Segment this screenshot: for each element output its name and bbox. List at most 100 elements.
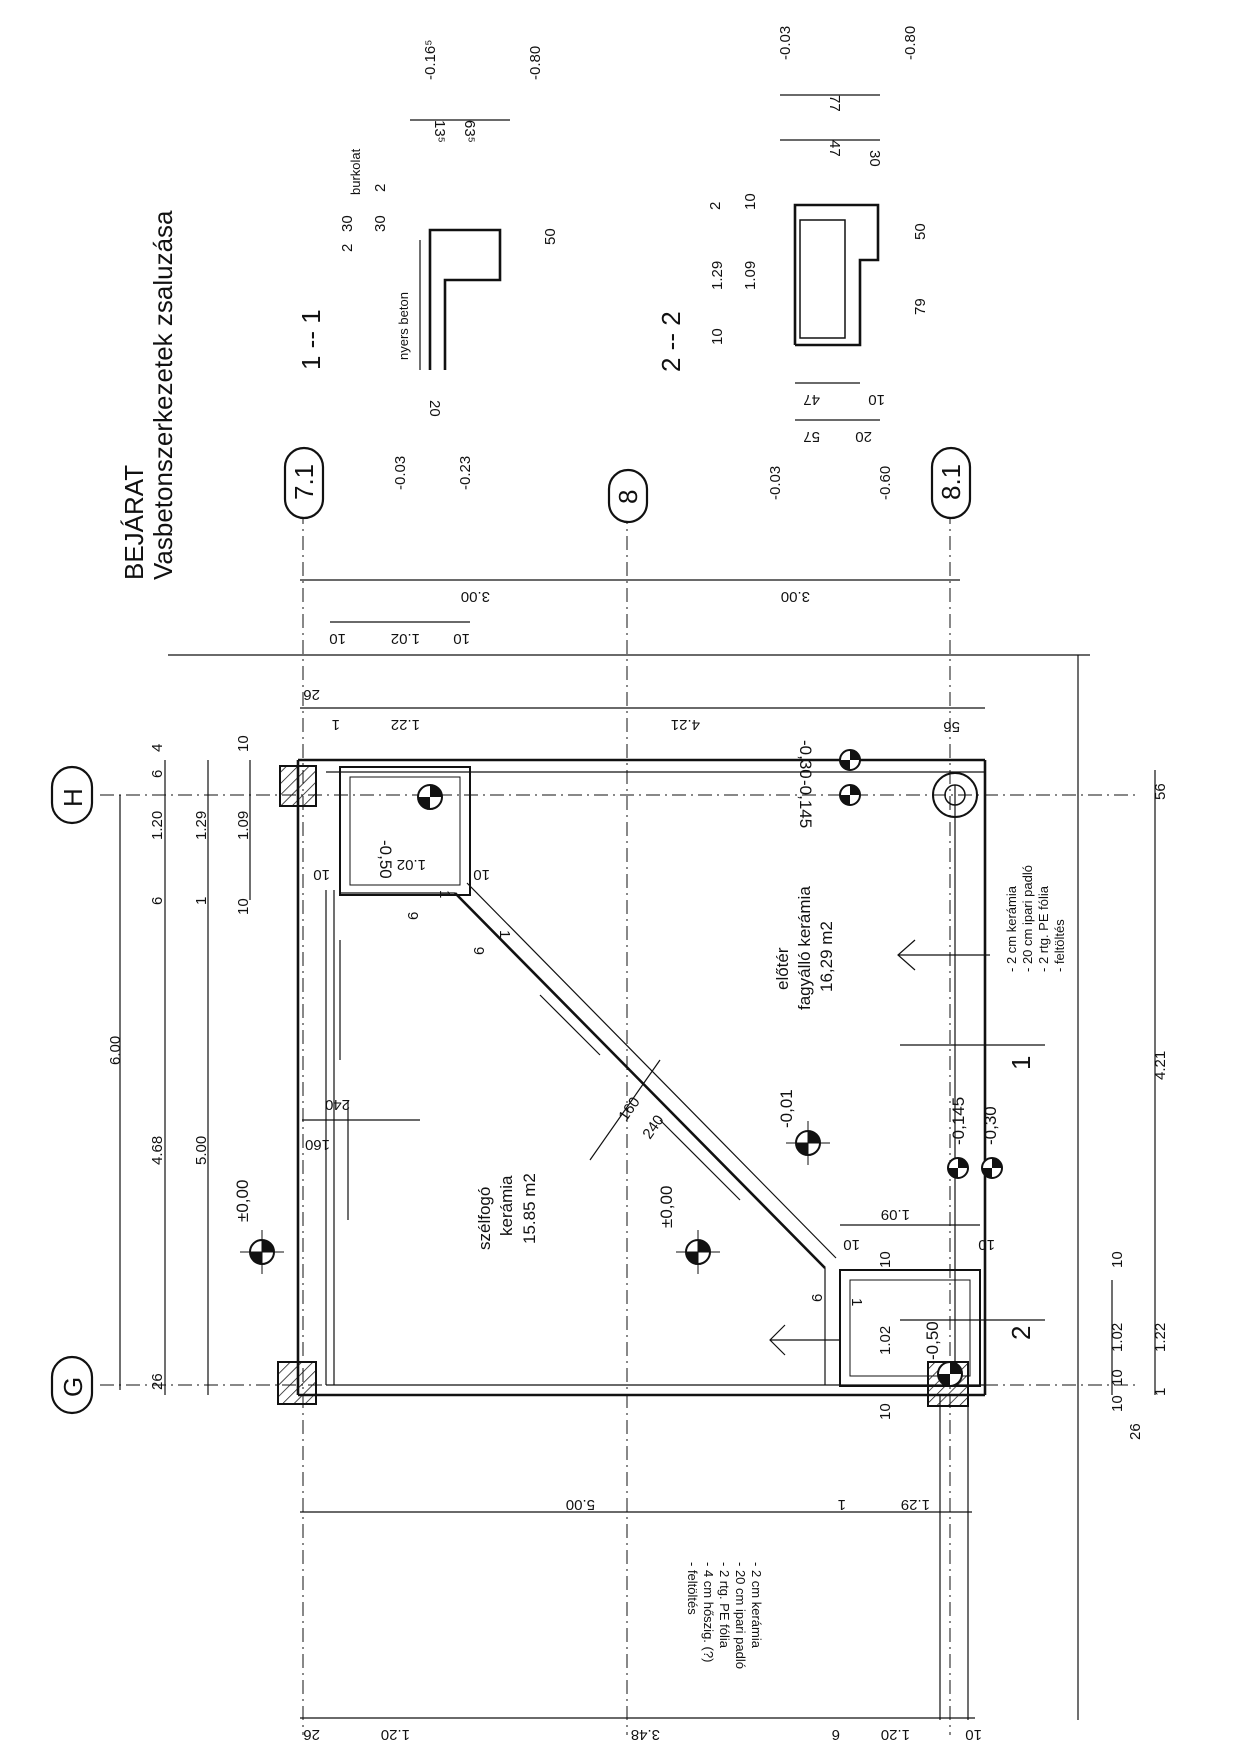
s1-level-3: -0.03 [392,456,409,490]
dim-26: 26 [149,1373,166,1390]
szelfogo-layer-3: - 2 rtg. PE fólia [717,1562,732,1649]
dim-pit-10b: 10 [473,866,490,883]
s2-level-1: -0.03 [777,26,794,60]
door-mark-3 [539,994,601,1056]
dim-pit-10c: 10 [877,1251,894,1268]
s2-level-3: -0.03 [767,466,784,500]
s1-level-1: -0.16⁵ [422,40,439,80]
dim-inner: 1.02 10 10 1.02 10 10 6 6 6 1 1 1 240 16… [302,856,995,1420]
dim-br-1: 1 [1152,1388,1169,1396]
s2-dim-77: 77 [826,95,843,112]
room-szelfogo-level: ±0,00 [657,1186,676,1228]
level-markers [240,749,1003,1387]
dim-b-10b: 10 [978,1236,995,1253]
axis-bubble-g: G [50,1355,94,1415]
level-marker-icon [839,784,861,806]
column-h-8-1 [932,772,978,818]
dim-10a-upper: 10 [329,630,346,647]
dim-br-421: 4.21 [1152,1051,1169,1080]
dim-26-upper: 26 [303,686,320,703]
pit-bottom [839,1269,981,1387]
room-labels: szélfogó kerámia 15.85 m2 ±0,00 ±0,00 el… [233,740,1000,1360]
dim-br-26: 26 [1127,1423,1144,1440]
room-eloter-area: 16,29 m2 [817,921,836,992]
s1-level-2: -0.80 [527,46,544,80]
dim-diag-240: 240 [639,1112,667,1142]
level-030-right: -0,30 [981,1106,1000,1145]
s1-dim-30b: 30 [372,215,389,232]
dim-b-129: 1.29 [901,1496,930,1513]
dim-b-10a: 10 [843,1236,860,1253]
outside-level: ±0,00 [233,1180,252,1222]
axis-label-8: 8 [613,490,643,504]
dim-10b-upper: 10 [453,630,470,647]
diagonal-wall-inner [466,882,837,1259]
level-marker-icon [947,1157,969,1179]
dim-br-10c: 10 [1109,1369,1126,1386]
dim-122: 1.22 [391,716,420,733]
dim-120: 1.20 [149,811,166,840]
dim-1: 1 [193,897,210,905]
s2-dim-109: 1.09 [742,261,759,290]
s1-dim-2a: 2 [339,244,356,252]
s2-level-2: -0.80 [902,26,919,60]
pit2-level: -0,50 [923,1321,942,1360]
dim-pit-10d: 10 [877,1403,894,1420]
dim-56-upper: 56 [943,718,960,735]
dim-wall-240: 240 [325,1096,350,1113]
dim-b-1: 1 [838,1496,846,1513]
dim-6a: 6 [149,897,166,905]
room-eloter-level: -0,01 [777,1089,796,1128]
dim-129: 1.29 [193,811,210,840]
szelfogo-layer-5: - feltöltés [685,1562,700,1615]
section-2-profile [793,203,880,347]
room-szelfogo-name: szélfogó [475,1187,494,1250]
dim-109: 1.09 [235,811,252,840]
section-1-title: 1 -- 1 [296,309,326,370]
s2-dim-30: 30 [866,150,883,167]
axis-label-7-1: 7.1 [289,464,319,500]
dim-pit-102: 1.02 [397,856,426,873]
dim-pit-6b: 6 [471,947,488,955]
section-2-2: 2 -- 2 -0.03 -0.80 -0.03 -0.60 77 47 30 … [656,26,929,500]
s1-label-burkolat: burkolat [348,148,363,195]
axis-grid: G H 7.1 8 8.1 [50,446,1140,1735]
s1-label-nyers-beton: nyers beton [396,292,411,360]
axis-label-g: G [58,1377,88,1397]
dim-300b: 3.00 [781,588,810,605]
axis-bubble-h: H [50,765,94,825]
s2-dim-50: 50 [912,223,929,240]
dim-10b: 10 [235,898,252,915]
dim-102: 1.02 [391,630,420,647]
section-1-profile [428,228,502,370]
cut-1-label: 1 [1006,1056,1036,1070]
dim-6b: 6 [149,770,166,778]
s2-dim-57: 57 [803,428,820,445]
szelfogo-layer-4: - 4 cm hőszig. (?) [701,1562,716,1662]
dim-4: 4 [149,744,166,752]
pits [339,766,981,1387]
dim-10a: 10 [235,735,252,752]
level-marker-icon [839,749,861,771]
dim-br-102: 1.02 [1109,1323,1126,1352]
level-marker-icon [417,784,443,810]
dim-bot-120a: 1.20 [381,1726,410,1743]
dim-600: 6.00 [107,1036,124,1065]
eloter-layer-2: - 20 cm ipari padló [1020,865,1035,972]
dim-diag-160: 160 [615,1094,643,1124]
level-marker-icon [937,1361,963,1387]
dim-pit-6: 6 [405,912,422,920]
dim-pit-1b: 1 [496,930,513,938]
level-0145-top: -0,145 [796,780,815,828]
axis-bubble-8: 8 [607,468,649,524]
axis-bubble-7-1: 7.1 [283,446,325,520]
dim-pit-1c: 1 [848,1298,865,1306]
dim-bot-120b: 1.20 [881,1726,910,1743]
column-h-7-1 [279,765,317,807]
dim-bot-6: 6 [832,1726,840,1743]
s2-dim-79: 79 [912,298,929,315]
s1-dim-135: 13⁵ [431,120,448,143]
column-g-7-1 [277,1361,317,1405]
s1-level-4: -0.23 [457,456,474,490]
